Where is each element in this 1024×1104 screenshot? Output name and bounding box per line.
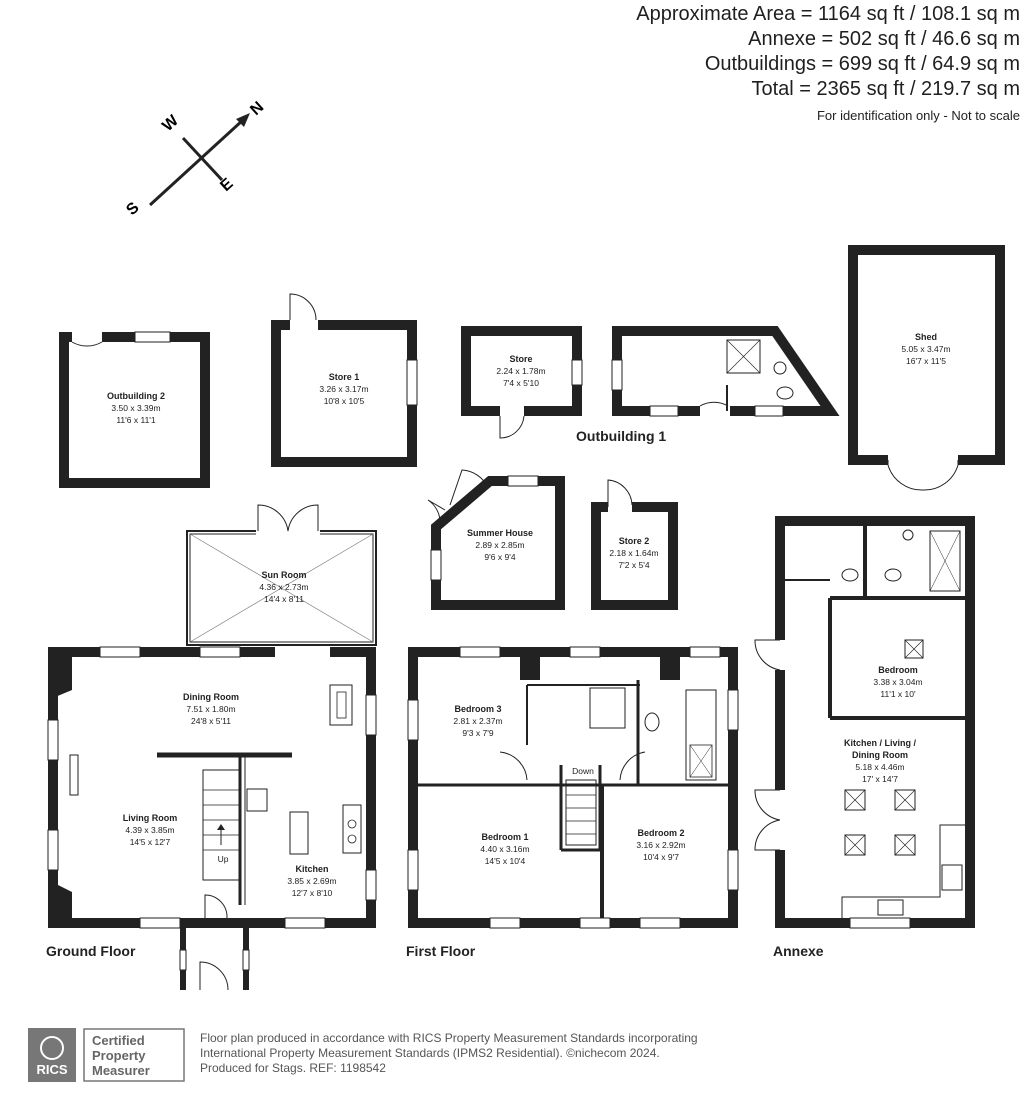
outbuilding2-imperial: 11'6 x 11'1 xyxy=(116,415,156,425)
bedroom3-imperial: 9'3 x 7'9 xyxy=(462,728,493,738)
annexe-kld-metric: 5.18 x 4.46m xyxy=(855,762,904,772)
rics-badge: RICS Certified Property Measurer xyxy=(28,1028,185,1082)
outbuilding-2 xyxy=(59,331,210,488)
bedroom3-metric: 2.81 x 2.37m xyxy=(453,716,502,726)
bedroom1-name: Bedroom 1 xyxy=(481,832,528,842)
annexe-kld-name-2: Dining Room xyxy=(852,750,908,760)
annexe-area: Annexe = 502 sq ft / 46.6 sq m xyxy=(748,28,1020,50)
ground-floor-title: Ground Floor xyxy=(46,943,136,959)
compass-icon: N S E W xyxy=(123,99,267,219)
stairs-down-label: Down xyxy=(572,766,594,776)
store-name: Store xyxy=(509,354,532,364)
shed-metric: 5.05 x 3.47m xyxy=(901,344,950,354)
area-summary: Approximate Area = 1164 sq ft / 108.1 sq… xyxy=(636,2,1020,126)
store-1 xyxy=(271,293,418,467)
annexe-bedroom-name: Bedroom xyxy=(878,665,918,675)
badge-line-3: Measurer xyxy=(92,1063,150,1078)
sun-room-metric: 4.36 x 2.73m xyxy=(259,582,308,592)
store1-imperial: 10'8 x 10'5 xyxy=(324,396,365,406)
shed-imperial: 16'7 x 11'5 xyxy=(906,356,946,366)
footer-disclaimer: Floor plan produced in accordance with R… xyxy=(200,1031,698,1076)
sun-room xyxy=(186,504,377,646)
living-room-name: Living Room xyxy=(123,813,178,823)
store-2 xyxy=(591,479,678,610)
sun-room-imperial: 14'4 x 8'11 xyxy=(264,594,304,604)
bedroom1-imperial: 14'5 x 10'4 xyxy=(485,856,526,866)
dining-room-metric: 7.51 x 1.80m xyxy=(186,704,235,714)
store2-metric: 2.18 x 1.64m xyxy=(609,548,658,558)
annexe-bedroom-imperial: 11'1 x 10' xyxy=(880,689,916,699)
first-floor-title: First Floor xyxy=(406,943,476,959)
outbuilding1-title: Outbuilding 1 xyxy=(576,428,666,444)
shed-name: Shed xyxy=(915,332,937,342)
outbuilding-1 xyxy=(461,326,840,439)
outbuilding2-name: Outbuilding 2 xyxy=(107,391,165,401)
bedroom2-name: Bedroom 2 xyxy=(637,828,684,838)
store2-imperial: 7'2 x 5'4 xyxy=(618,560,649,570)
scale-note: For identification only - Not to scale xyxy=(816,108,1020,123)
annexe xyxy=(754,516,975,929)
badge-line-1: Certified xyxy=(92,1033,145,1048)
badge-line-2: Property xyxy=(92,1048,146,1063)
compass-n: N xyxy=(247,99,267,119)
kitchen-name: Kitchen xyxy=(295,864,328,874)
annexe-title: Annexe xyxy=(773,943,824,959)
footer-line-2: International Property Measurement Stand… xyxy=(200,1046,660,1060)
bedroom1-metric: 4.40 x 3.16m xyxy=(480,844,529,854)
kitchen-metric: 3.85 x 2.69m xyxy=(287,876,336,886)
living-room-metric: 4.39 x 3.85m xyxy=(125,825,174,835)
compass-w: W xyxy=(159,112,182,135)
annexe-bedroom-metric: 3.38 x 3.04m xyxy=(873,677,922,687)
store1-metric: 3.26 x 3.17m xyxy=(319,384,368,394)
first-floor xyxy=(407,646,739,929)
rics-text: RICS xyxy=(36,1062,67,1077)
dining-room-imperial: 24'8 x 5'11 xyxy=(191,716,231,726)
outbuilding2-metric: 3.50 x 3.39m xyxy=(111,403,160,413)
outbuildings-area: Outbuildings = 699 sq ft / 64.9 sq m xyxy=(704,53,1020,75)
footer-line-3: Produced for Stags. REF: 1198542 xyxy=(200,1061,386,1075)
summer-house-name: Summer House xyxy=(467,528,533,538)
footer-line-1: Floor plan produced in accordance with R… xyxy=(200,1031,698,1045)
summer-house xyxy=(427,469,565,610)
bedroom2-imperial: 10'4 x 9'7 xyxy=(643,852,679,862)
store1-name: Store 1 xyxy=(329,372,360,382)
bedroom3-name: Bedroom 3 xyxy=(454,704,501,714)
dining-room-name: Dining Room xyxy=(183,692,239,702)
annexe-kld-name-1: Kitchen / Living / xyxy=(844,738,917,748)
compass-s: S xyxy=(123,199,143,219)
shed xyxy=(848,245,1005,491)
summer-house-imperial: 9'6 x 9'4 xyxy=(484,552,515,562)
room-labels: Outbuilding 2 3.50 x 3.39m 11'6 x 11'1 S… xyxy=(107,332,951,898)
store2-name: Store 2 xyxy=(619,536,650,546)
living-room-imperial: 14'5 x 12'7 xyxy=(130,837,171,847)
sun-room-name: Sun Room xyxy=(262,570,307,580)
rics-crest-icon xyxy=(40,1036,64,1060)
store-imperial: 7'4 x 5'10 xyxy=(503,378,539,388)
kitchen-imperial: 12'7 x 8'10 xyxy=(292,888,333,898)
approximate-area: Approximate Area = 1164 sq ft / 108.1 sq… xyxy=(636,3,1020,25)
stairs-up-label: Up xyxy=(218,854,229,864)
annexe-kld-imperial: 17' x 14'7 xyxy=(862,774,898,784)
ground-floor xyxy=(47,646,377,991)
summer-house-metric: 2.89 x 2.85m xyxy=(475,540,524,550)
total-area: Total = 2365 sq ft / 219.7 sq m xyxy=(751,78,1021,100)
store-metric: 2.24 x 1.78m xyxy=(496,366,545,376)
bedroom2-metric: 3.16 x 2.92m xyxy=(636,840,685,850)
